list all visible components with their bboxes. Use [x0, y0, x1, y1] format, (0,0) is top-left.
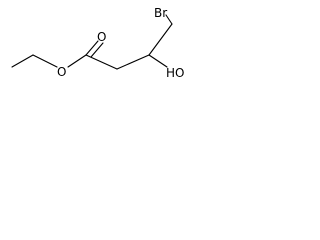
bond-carbonyl-c-o-secondary	[90, 42, 104, 58]
bond-ch2-br	[165, 14, 173, 25]
bond-choh-oh	[148, 54, 168, 68]
ester-oxygen-label: O	[57, 65, 66, 79]
carbonyl-oxygen-label: O	[97, 30, 106, 44]
bond-ch2-choh	[116, 54, 150, 70]
bond-carbonyl-c-o-primary	[85, 40, 99, 56]
bond-methyl-ch2	[11, 54, 34, 68]
bond-carbonyl-c-ch2	[85, 54, 118, 70]
bromine-label: Br	[154, 6, 167, 20]
hydroxyl-label: HO	[166, 66, 184, 80]
bond-choh-ch2br	[148, 23, 173, 56]
molecule-structure: Br HO O O	[0, 0, 228, 97]
bond-ester-o-carbonyl-c	[67, 54, 87, 68]
structure-diagram: Br HO O O	[11, 6, 184, 80]
bond-ch2-ester-o	[32, 54, 58, 68]
